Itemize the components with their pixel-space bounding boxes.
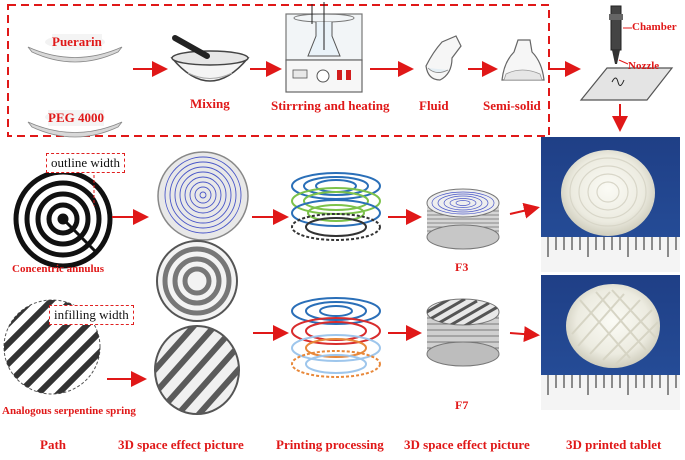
chamber-label: Chamber xyxy=(632,21,677,33)
peg-label: PEG 4000 xyxy=(48,110,104,126)
outline-width-label: outline width xyxy=(46,153,125,173)
puerarin-label: Puerarin xyxy=(52,34,102,50)
stirring-label: Stirrring and heating xyxy=(271,98,390,113)
concentric-layer-stack xyxy=(291,172,381,241)
mixing-label: Mixing xyxy=(190,96,230,111)
arrows-top xyxy=(133,61,628,132)
fluid-label: Fluid xyxy=(419,98,449,113)
column-printing-label: Printing processing xyxy=(276,437,384,452)
preparation-frame xyxy=(7,4,550,137)
f3-tablet-photo xyxy=(541,137,680,272)
serpentine-label: Analogous serpentine spring xyxy=(2,405,136,417)
column-space-effect-2-label: 3D space effect picture xyxy=(404,437,530,452)
concentric-label: Concentric annulus xyxy=(12,263,104,275)
concentric-grooved-disc xyxy=(156,240,238,322)
fluid-flask-icon xyxy=(425,35,462,81)
arrows-lower xyxy=(107,202,540,387)
printer-nozzle-icon xyxy=(579,5,674,101)
nozzle-label: Nozzle xyxy=(628,60,660,72)
column-space-effect-1-label: 3D space effect picture xyxy=(118,437,244,452)
concentric-3d-picture xyxy=(157,151,249,241)
serpentine-layer-stack xyxy=(291,297,381,378)
semi-solid-label: Semi-solid xyxy=(483,98,541,113)
f7-tablet-photo xyxy=(541,275,680,410)
hotplate-stirrer-icon xyxy=(285,2,363,93)
infilling-width-label: infilling width xyxy=(49,305,134,325)
f3-stacked-tablet xyxy=(426,188,500,250)
f3-label: F3 xyxy=(455,260,469,274)
column-tablet-label: 3D printed tablet xyxy=(566,437,662,452)
serpentine-3d-picture xyxy=(154,325,240,415)
semi-solid-flask-icon xyxy=(501,39,545,81)
column-path-label: Path xyxy=(40,437,66,452)
mortar-pestle-icon xyxy=(170,35,250,82)
f7-stacked-tablet xyxy=(426,298,500,367)
concentric-path-diagram xyxy=(13,169,113,269)
f7-label: F7 xyxy=(455,398,469,412)
